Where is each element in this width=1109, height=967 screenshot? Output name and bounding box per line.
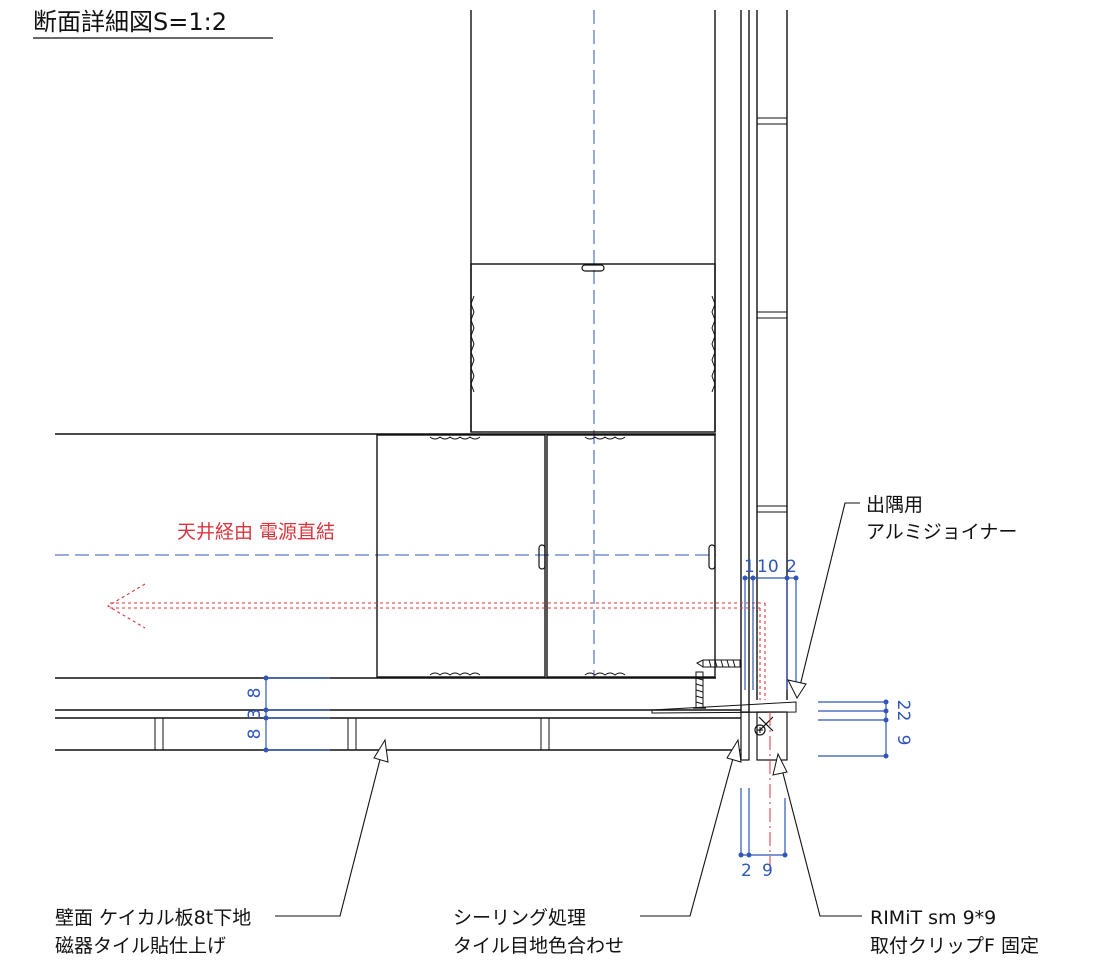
dim-top-1: 1 [744, 557, 755, 577]
power-note: 天井経由 電源直結 [177, 521, 335, 543]
callout-wall-finish-line2: 磁器タイル貼仕上げ [55, 935, 226, 957]
callout-clip-line1: RIMiT sm 9*9 [870, 907, 996, 929]
dim-right-9: 9 [893, 735, 913, 746]
leader-wall-finish [275, 738, 389, 917]
dim-left-8a: 8 [245, 688, 265, 699]
dim-top-10: 10 [757, 557, 779, 577]
leader-clip [772, 752, 862, 917]
corner-joiner [651, 701, 797, 761]
screw-horizontal [696, 659, 741, 668]
lower-box-right [546, 434, 716, 678]
dimension-bottom: 2 9 [738, 788, 788, 881]
dimension-right-stack: 9 2 2 [818, 699, 913, 759]
dimension-left-stack: 8 3 8 [245, 675, 330, 753]
lower-box-left [376, 434, 546, 678]
callout-clip-line2: 取付クリップF 固定 [870, 935, 1039, 957]
callout-corner-joiner-line2: アルミジョイナー [866, 521, 1017, 543]
dim-bottom-9: 9 [762, 861, 773, 881]
leader-sealing [640, 738, 742, 917]
dim-top-2: 2 [786, 557, 797, 577]
dim-left-8b: 8 [245, 729, 265, 740]
right-wall-layers [740, 10, 788, 712]
callout-wall-finish-line1: 壁面 ケイカル板8t下地 [55, 907, 251, 929]
leader-corner-joiner [787, 502, 860, 700]
drawing-title: 断面詳細図S=1:2 [33, 8, 227, 36]
callout-corner-joiner-line1: 出隅用 [866, 494, 923, 516]
callout-sealing-line1: シーリング処理 [453, 907, 586, 929]
upper-box [470, 263, 716, 433]
dim-left-3: 3 [245, 709, 265, 720]
callout-sealing-line2: タイル目地色合わせ [453, 935, 624, 957]
dim-right-2a: 2 [893, 711, 913, 722]
upper-housing [470, 10, 716, 432]
tile-joints [154, 718, 550, 750]
ceiling-board-layers [55, 677, 741, 751]
dimension-top: 1 10 2 [742, 557, 799, 690]
dim-right-2b: 2 [893, 700, 913, 711]
power-route [106, 583, 771, 870]
dim-bottom-2: 2 [741, 861, 752, 881]
screw-vertical [693, 671, 706, 709]
